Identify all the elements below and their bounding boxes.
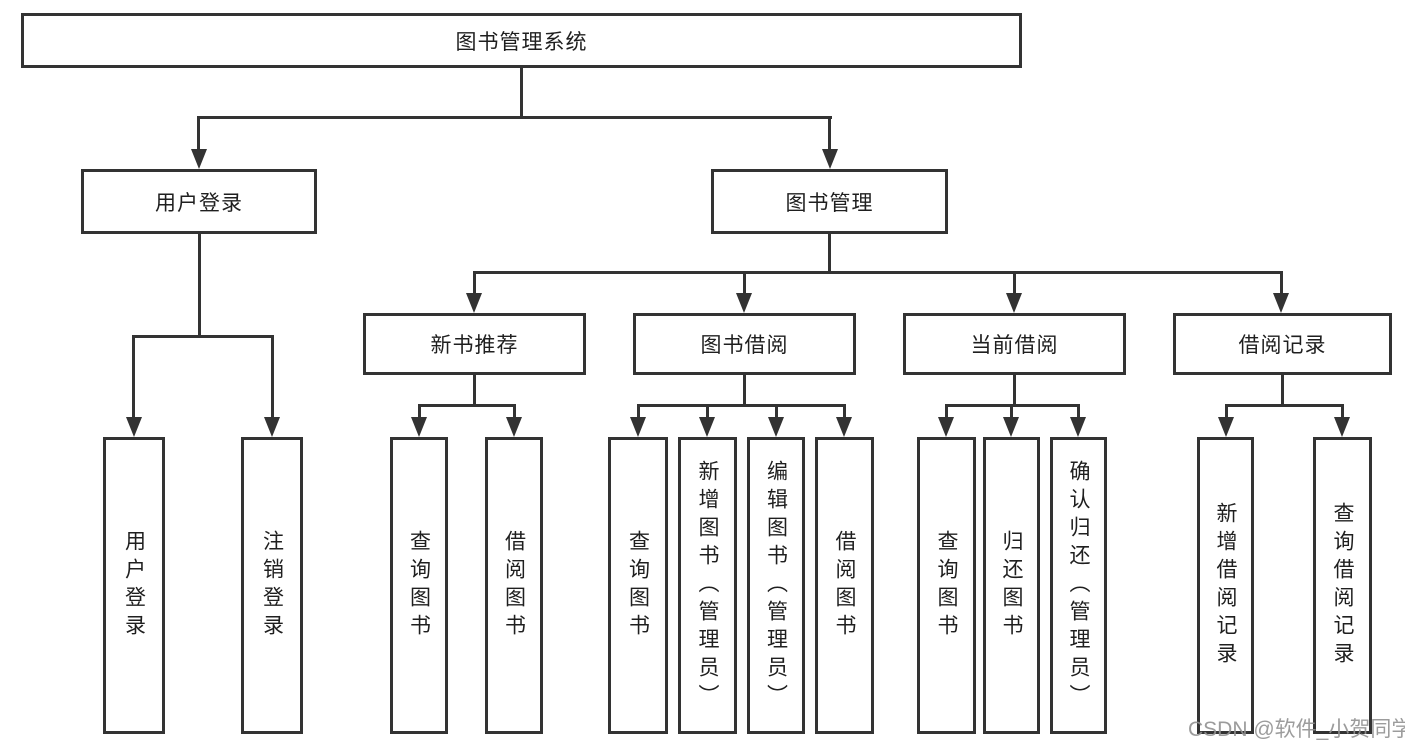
node-book-borrow: 图书借阅 xyxy=(633,313,856,375)
connector-root-rail xyxy=(197,116,832,119)
leaf-rec-query-book-label: 查询图书 xyxy=(407,529,431,642)
node-book-management-label: 图书管理 xyxy=(785,191,874,215)
node-book-management: 图书管理 xyxy=(711,169,948,234)
connector-new-rec-stem xyxy=(473,375,476,406)
connector-borrow-drop-4 xyxy=(843,404,846,418)
arrow-down-icon xyxy=(1334,417,1350,437)
arrow-down-icon xyxy=(1006,293,1022,313)
connector-new-rec-drop-1 xyxy=(418,404,421,418)
node-current-borrow-label: 当前借阅 xyxy=(970,334,1059,357)
arrow-down-icon xyxy=(822,149,838,169)
arrow-down-icon xyxy=(466,293,482,313)
connector-borrow-rail xyxy=(637,404,845,407)
csdn-watermark: CSDN @软件_小贺同学 xyxy=(1188,718,1405,741)
connector-record-rail xyxy=(1225,404,1343,407)
leaf-current-confirm-return-admin: 确认归还（管理员） xyxy=(1050,437,1107,734)
connector-user-login-drop-1 xyxy=(132,335,135,417)
connector-book-mgmt-drop-4 xyxy=(1280,271,1283,295)
leaf-borrow-borrow-book-label: 借阅图书 xyxy=(833,529,856,642)
connector-book-mgmt-rail xyxy=(473,271,1282,274)
node-current-borrow: 当前借阅 xyxy=(903,313,1126,375)
arrow-down-icon xyxy=(836,417,852,437)
arrow-down-icon xyxy=(768,417,784,437)
leaf-record-add: 新增借阅记录 xyxy=(1197,437,1254,734)
node-root: 图书管理系统 xyxy=(21,13,1022,68)
leaf-logout: 注销登录 xyxy=(241,437,303,734)
arrow-down-icon xyxy=(1273,293,1289,313)
node-borrow-record-label: 借阅记录 xyxy=(1238,334,1327,357)
node-new-book-recommend: 新书推荐 xyxy=(363,313,586,375)
connector-user-login-rail xyxy=(133,335,274,338)
leaf-borrow-query-book: 查询图书 xyxy=(608,437,668,734)
connector-root-stem xyxy=(520,68,523,118)
connector-record-drop-2 xyxy=(1341,404,1344,418)
arrow-down-icon xyxy=(264,417,280,437)
node-new-book-recommend-label: 新书推荐 xyxy=(430,334,519,357)
leaf-record-add-label: 新增借阅记录 xyxy=(1214,501,1237,670)
connector-record-drop-1 xyxy=(1225,404,1228,418)
leaf-current-return-book-label: 归还图书 xyxy=(1000,529,1023,642)
connector-borrow-drop-1 xyxy=(637,404,640,418)
connector-user-login-stem xyxy=(198,234,201,337)
connector-new-rec-rail xyxy=(418,404,516,407)
arrow-down-icon xyxy=(506,417,522,437)
connector-book-mgmt-drop-1 xyxy=(473,271,476,295)
leaf-borrow-add-book-admin-label: 新增图书（管理员） xyxy=(696,459,719,712)
arrow-down-icon xyxy=(1218,417,1234,437)
connector-current-stem xyxy=(1013,375,1016,406)
node-user-login-label: 用户登录 xyxy=(155,191,243,215)
connector-book-mgmt-stem xyxy=(828,234,831,273)
leaf-rec-borrow-book-label: 借阅图书 xyxy=(502,529,526,642)
node-book-borrow-label: 图书借阅 xyxy=(700,334,789,357)
leaf-borrow-edit-book-admin-label: 编辑图书（管理员） xyxy=(764,459,788,712)
leaf-rec-query-book: 查询图书 xyxy=(390,437,448,734)
leaf-current-return-book: 归还图书 xyxy=(983,437,1040,734)
leaf-borrow-edit-book-admin: 编辑图书（管理员） xyxy=(747,437,805,734)
connector-borrow-stem xyxy=(743,375,746,406)
leaf-rec-borrow-book: 借阅图书 xyxy=(485,437,543,734)
leaf-borrow-query-book-label: 查询图书 xyxy=(626,529,650,642)
connector-root-drop-right xyxy=(828,116,831,151)
connector-current-drop-3 xyxy=(1077,404,1080,418)
leaf-record-query: 查询借阅记录 xyxy=(1313,437,1372,734)
leaf-current-confirm-return-admin-label: 确认归还（管理员） xyxy=(1067,459,1090,712)
arrow-down-icon xyxy=(630,417,646,437)
arrow-down-icon xyxy=(126,417,142,437)
connector-borrow-drop-3 xyxy=(775,404,778,418)
leaf-current-query-book-label: 查询图书 xyxy=(935,529,958,642)
connector-book-mgmt-drop-3 xyxy=(1013,271,1016,295)
arrow-down-icon xyxy=(736,293,752,313)
connector-root-drop-left xyxy=(197,116,200,151)
leaf-borrow-borrow-book: 借阅图书 xyxy=(815,437,874,734)
connector-borrow-drop-2 xyxy=(706,404,709,418)
leaf-current-query-book: 查询图书 xyxy=(917,437,976,734)
leaf-user-login-label: 用户登录 xyxy=(122,529,146,642)
arrow-down-icon xyxy=(191,149,207,169)
connector-record-stem xyxy=(1281,375,1284,406)
arrow-down-icon xyxy=(1070,417,1086,437)
arrow-down-icon xyxy=(411,417,427,437)
leaf-borrow-add-book-admin: 新增图书（管理员） xyxy=(678,437,737,734)
leaf-record-query-label: 查询借阅记录 xyxy=(1331,501,1354,670)
connector-book-mgmt-drop-2 xyxy=(743,271,746,295)
arrow-down-icon xyxy=(699,417,715,437)
connector-current-drop-1 xyxy=(945,404,948,418)
leaf-logout-label: 注销登录 xyxy=(260,529,284,642)
node-user-login: 用户登录 xyxy=(81,169,317,234)
connector-new-rec-drop-2 xyxy=(513,404,516,418)
connector-current-drop-2 xyxy=(1010,404,1013,418)
leaf-user-login: 用户登录 xyxy=(103,437,165,734)
node-root-label: 图书管理系统 xyxy=(455,30,588,54)
arrow-down-icon xyxy=(938,417,954,437)
node-borrow-record: 借阅记录 xyxy=(1173,313,1392,375)
connector-user-login-drop-2 xyxy=(271,335,274,417)
arrow-down-icon xyxy=(1003,417,1019,437)
